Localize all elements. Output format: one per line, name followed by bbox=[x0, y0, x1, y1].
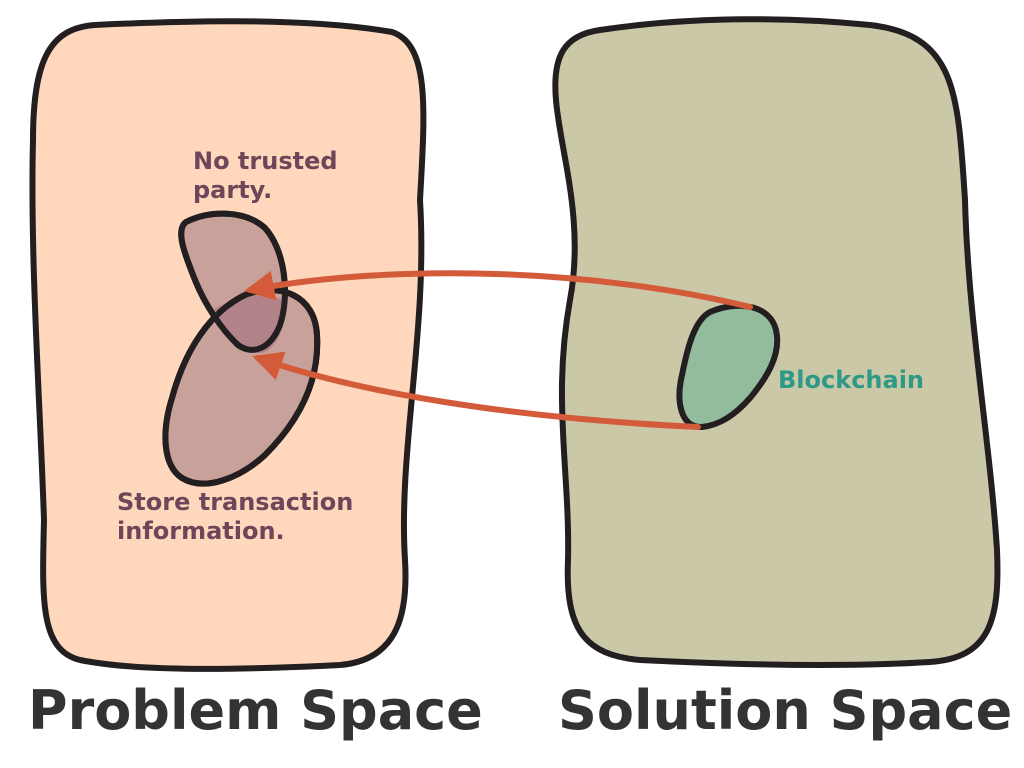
need-no-trusted-party-label: No trusted party. bbox=[193, 147, 338, 205]
needs-overlap-region bbox=[210, 295, 284, 354]
need-store-transaction-line2: information. bbox=[117, 517, 285, 545]
need-store-transaction-label: Store transaction information. bbox=[117, 488, 353, 546]
blockchain-label: Blockchain bbox=[778, 366, 925, 394]
problem-space-caption: Problem Space bbox=[28, 679, 483, 742]
arrow-blockchain-to-no-trusted-party bbox=[244, 270, 753, 310]
need-no-trusted-party-outline bbox=[178, 210, 288, 353]
solution-space-caption: Solution Space bbox=[558, 679, 1013, 742]
need-store-transaction-line1: Store transaction bbox=[117, 488, 354, 516]
need-store-transaction-outline bbox=[162, 287, 321, 487]
arrow-blockchain-to-store-transaction bbox=[252, 351, 701, 430]
blockchain-solution-region bbox=[676, 302, 781, 430]
need-no-trusted-party-line1: No trusted bbox=[193, 147, 338, 175]
need-no-trusted-party-line2: party. bbox=[193, 176, 273, 204]
